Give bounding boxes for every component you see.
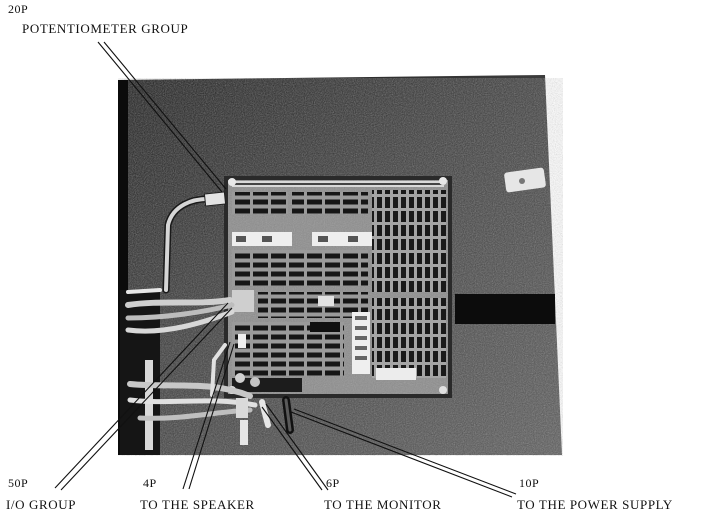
circuit-board <box>224 176 452 398</box>
speaker-label: TO THE SPEAKER <box>140 497 255 512</box>
leader-line-io <box>54 302 229 489</box>
leader-line-speaker-2 <box>188 343 235 490</box>
leader-line-power <box>290 411 513 498</box>
cable-harnesses <box>125 191 294 445</box>
potentiometer-connector-code: 20P <box>8 2 29 16</box>
power-supply-label: TO THE POWER SUPPLY <box>517 497 673 512</box>
power-connector-code: 10P <box>519 476 540 490</box>
leader-lines <box>54 41 517 498</box>
io-connector-code: 50P <box>8 476 29 490</box>
speaker-connector-code: 4P <box>143 476 157 490</box>
leader-line-power-2 <box>293 408 517 495</box>
leader-line-potentiometer-2 <box>103 41 227 190</box>
monitor-connector-code: 6P <box>326 476 340 490</box>
io-group-label: I/O GROUP <box>6 497 77 512</box>
leader-line-io-2 <box>60 307 233 491</box>
leader-line-speaker <box>182 341 231 490</box>
leader-line-monitor-2 <box>265 403 329 491</box>
potentiometer-group-label: POTENTIOMETER GROUP <box>22 21 189 36</box>
leader-line-potentiometer <box>97 41 223 193</box>
monitor-label: TO THE MONITOR <box>324 497 442 512</box>
leader-line-monitor <box>261 406 323 491</box>
